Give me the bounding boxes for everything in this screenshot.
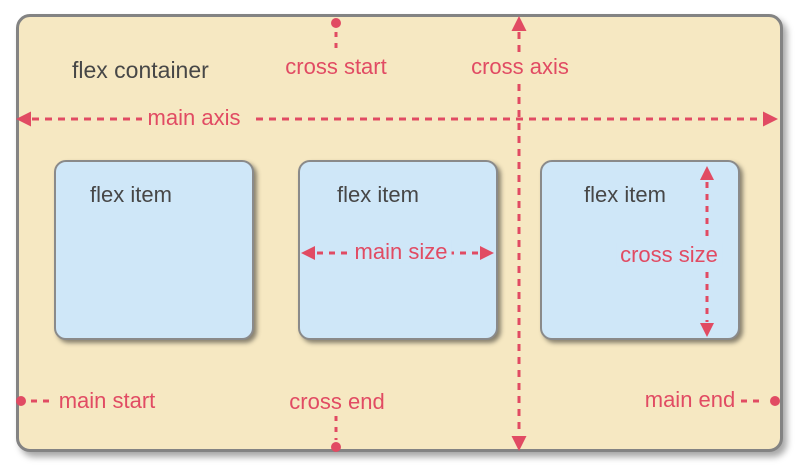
cross-end-label: cross end [289, 388, 385, 414]
flex-container-label: flex container [72, 57, 209, 83]
flex-item-1: flex item [54, 160, 254, 340]
main-size-label: main size [350, 239, 452, 265]
cross-start-label: cross start [285, 53, 387, 79]
flex-item-1-label: flex item [90, 182, 172, 207]
flex-item-3-label: flex item [584, 182, 666, 207]
flex-item-2-label: flex item [337, 182, 419, 207]
main-start-label: main start [58, 387, 156, 413]
cross-size-label: cross size [616, 242, 722, 268]
cross-axis-label: cross axis [466, 54, 574, 80]
main-axis-label: main axis [142, 105, 246, 131]
main-end-label: main end [644, 386, 736, 412]
